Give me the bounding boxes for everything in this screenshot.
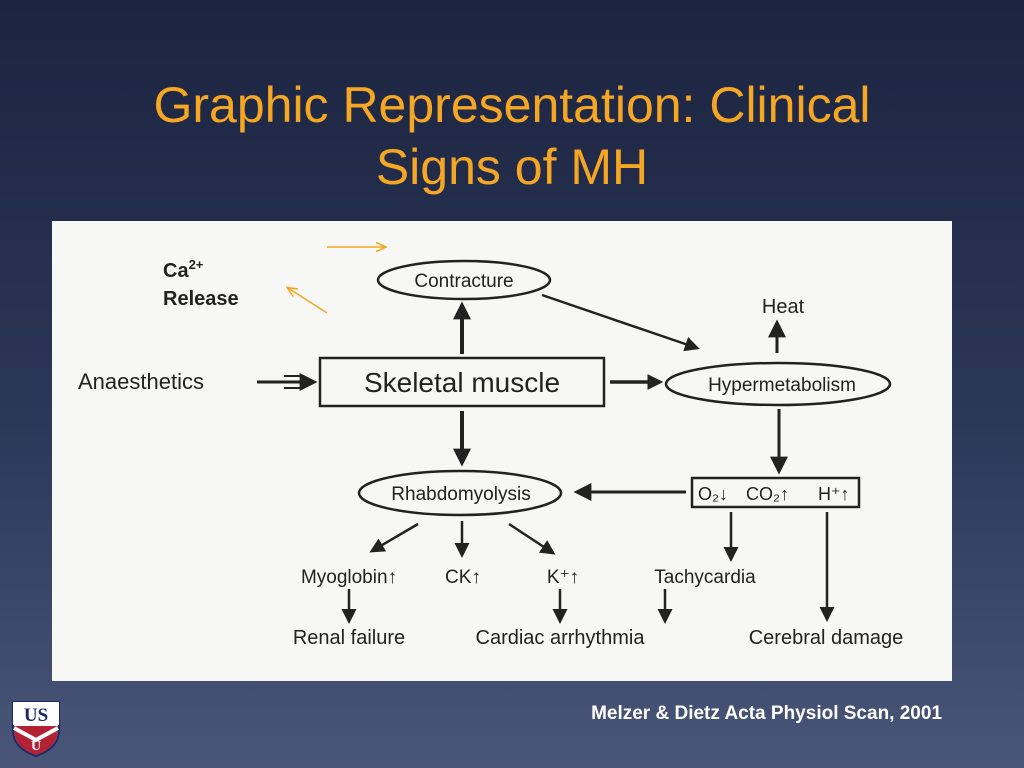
release-arrow-up <box>288 288 328 314</box>
h-label: H⁺↑ <box>818 484 850 504</box>
skeletal-muscle-node <box>318 356 606 408</box>
title-line-2: Signs of MH <box>375 139 649 195</box>
title-line-1: Graphic Representation: Clinical <box>153 77 871 133</box>
svg-text:U: U <box>31 739 41 754</box>
svg-text:US: US <box>24 705 48 726</box>
slide-title: Graphic Representation: Clinical Signs o… <box>60 74 964 198</box>
flow-diagram: Ca2+ Release Contracture Skeletal muscle… <box>78 221 904 649</box>
contracture-to-hypermetabolism-arrow <box>541 293 700 352</box>
rhabdo-to-myoglobin-arrow <box>369 522 419 553</box>
heat-label: Heat <box>762 296 805 318</box>
myoglobin-label: Myoglobin↑ <box>301 567 397 588</box>
cerebral-damage-label: Cerebral damage <box>749 627 904 649</box>
university-logo: US U <box>12 701 60 758</box>
contracture-node <box>376 259 552 301</box>
ca-label: Ca2+ <box>163 257 204 282</box>
o2-label: O₂↓ <box>698 484 728 504</box>
gas-exchange-node <box>690 476 861 509</box>
co2-label: CO₂↑ <box>746 484 789 504</box>
cardiac-arrhythmia-label: Cardiac arrhythmia <box>476 627 646 649</box>
rhabdomyolysis-label: Rhabdomyolysis <box>391 484 530 505</box>
renal-failure-label: Renal failure <box>293 627 405 649</box>
anaesthetics-label: Anaesthetics <box>78 369 204 394</box>
hypermetabolism-label: Hypermetabolism <box>708 375 856 396</box>
rhabdomyolysis-node <box>357 469 563 517</box>
skeletal-muscle-label: Skeletal muscle <box>364 367 560 398</box>
contracture-label: Contracture <box>414 271 513 292</box>
tachycardia-label: Tachycardia <box>654 567 756 588</box>
hypermetabolism-node <box>664 361 892 407</box>
diagram-panel: Ca2+ Release Contracture Skeletal muscle… <box>52 221 952 681</box>
rhabdo-to-k-arrow <box>508 522 556 555</box>
citation: Melzer & Dietz Acta Physiol Scan, 2001 <box>591 703 942 724</box>
k-label: K⁺↑ <box>547 567 579 588</box>
release-label: Release <box>163 288 239 310</box>
ck-label: CK↑ <box>445 567 481 588</box>
